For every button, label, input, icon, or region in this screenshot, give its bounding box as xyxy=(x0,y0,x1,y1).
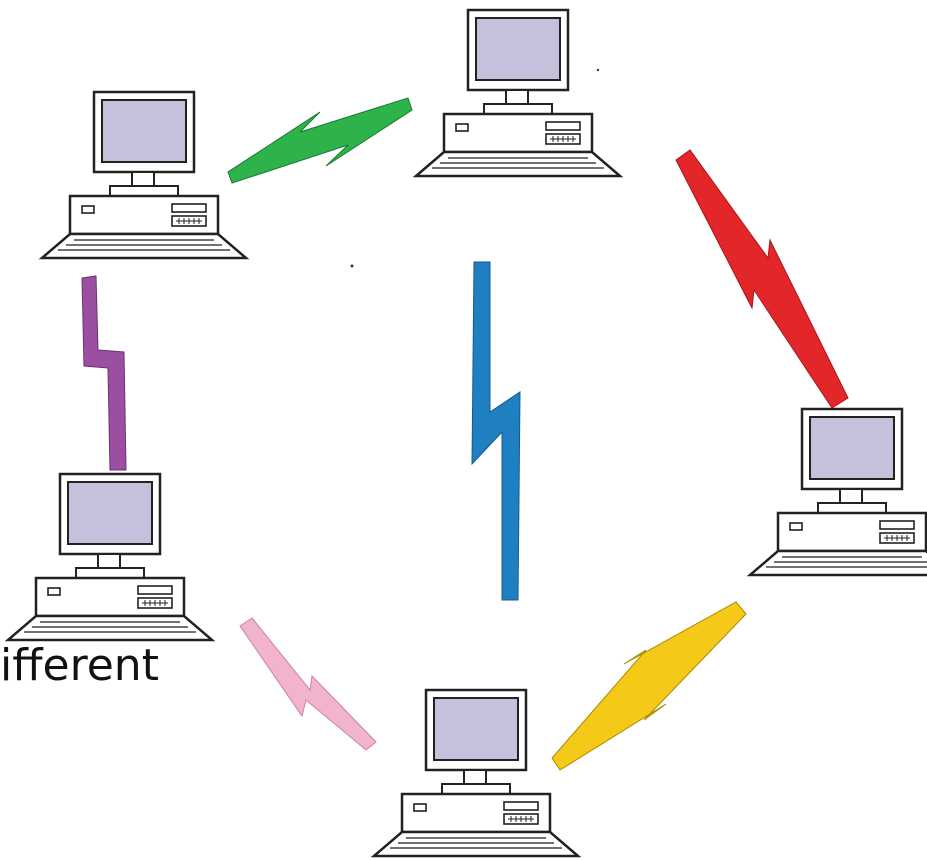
caption-text: ifferent xyxy=(0,640,159,691)
link-blue-icon xyxy=(471,261,521,601)
computer-bottom-icon xyxy=(372,688,580,858)
link-pink-icon xyxy=(239,617,377,751)
link-green-icon xyxy=(227,97,413,184)
link-red-icon xyxy=(675,149,849,409)
computer-top-left-icon xyxy=(40,90,248,260)
computer-right-icon xyxy=(748,407,927,577)
computer-left-icon xyxy=(6,472,214,642)
computer-top-center-icon xyxy=(414,8,622,178)
link-yellow-icon xyxy=(551,601,747,771)
link-purple-icon xyxy=(81,275,127,471)
